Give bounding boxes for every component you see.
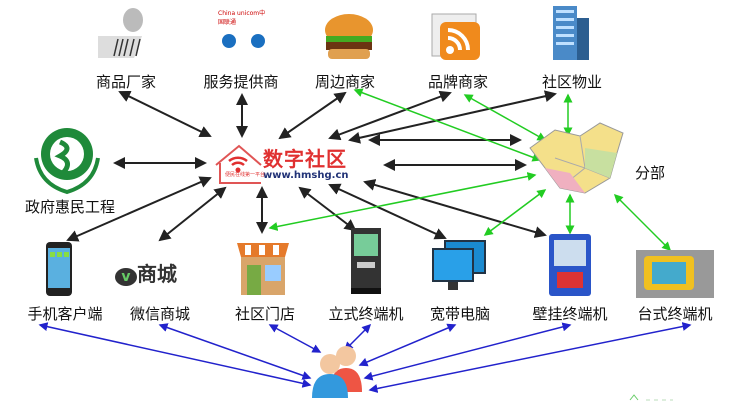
node-wall-terminal: 壁挂终端机 [532, 305, 608, 323]
rss-news-icon [431, 13, 480, 60]
china-telecom-logo [251, 34, 266, 48]
node-branch: 分部 [634, 164, 666, 182]
node-community-store: 社区门店 [234, 305, 296, 323]
smartphone-icon [46, 242, 72, 296]
node-government-program: 政府惠民工程 [24, 198, 116, 216]
logo-slogan: 便民在线第一平台 [225, 172, 266, 178]
node-brand-merchants: 品牌商家 [427, 73, 489, 91]
blue-arrows [38, 322, 692, 393]
telecom-logos-icon: China unicom中国联通 [218, 8, 268, 66]
logo-title: 数字社区 [263, 147, 347, 171]
node-property-management: 社区物业 [541, 73, 603, 91]
kiosk-terminal-icon [351, 228, 381, 294]
storefront-icon [237, 243, 289, 295]
node-standing-terminal: 立式终端机 [328, 305, 404, 323]
green-arrows [268, 88, 672, 252]
node-service-provider: 服务提供商 [203, 73, 279, 91]
china-map-icon [529, 122, 624, 194]
node-desktop-terminal: 台式终端机 [637, 305, 713, 323]
hamburger-icon [325, 14, 373, 59]
wechat-mall-text: 商城 [137, 262, 177, 286]
house-wifi-icon [215, 144, 262, 184]
users-icon [312, 346, 362, 398]
wall-terminal-icon [549, 234, 591, 296]
china-mobile-logo [222, 34, 236, 48]
node-wechat-mall: 微信商城 [129, 305, 191, 323]
logo-url: www.hmshg.cn [263, 170, 349, 181]
node-broadband-pc: 宽带电脑 [429, 305, 491, 323]
government-emblem-icon [34, 128, 100, 195]
node-mobile-client: 手机客户端 [27, 305, 103, 323]
china-unicom-logo: China unicom中国联通 [218, 10, 266, 26]
desktop-computer-icon [432, 240, 486, 290]
desktop-terminal-icon [636, 250, 714, 298]
watermark-icon [629, 394, 673, 401]
node-nearby-merchants: 周边商家 [314, 73, 376, 91]
node-product-manufacturer: 商品厂家 [95, 73, 157, 91]
barcode-scanner-icon [98, 8, 143, 58]
office-building-icon [553, 6, 589, 60]
wechat-v-icon: v [115, 268, 137, 286]
digital-community-logo: 数字社区 www.hmshg.cn 便民在线第一平台 [213, 143, 378, 185]
